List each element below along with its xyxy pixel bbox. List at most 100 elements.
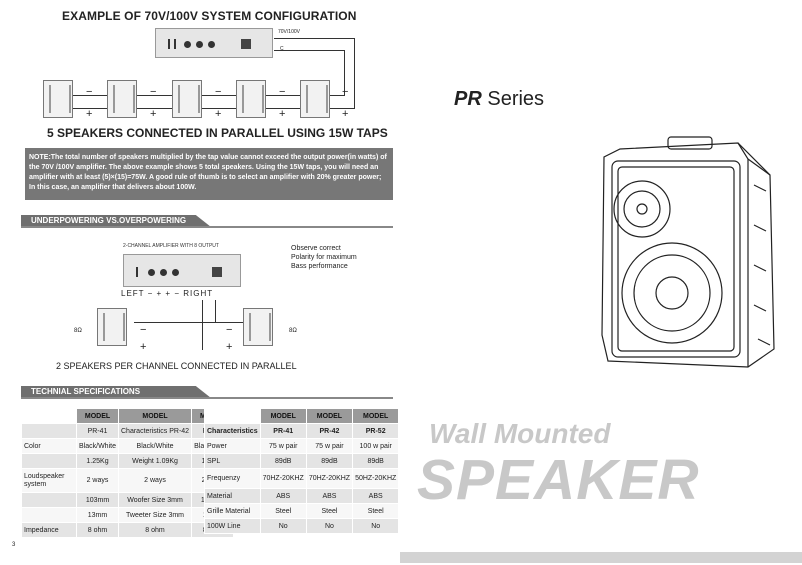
bottom-bar [400, 552, 802, 563]
amp-vent [174, 39, 176, 49]
table-row: 1.25Kg Weight 1.09Kg 1.65Kg [21, 453, 235, 469]
table-row: Impedance 8 ohm 8 ohm 8 ohm [21, 522, 235, 538]
channel-labels: LEFT − + + − RIGHT [121, 289, 214, 298]
observe-line3: Bass performance [291, 263, 348, 270]
amp2-label: 2-CHANNEL AMPLIFIER WITH 8 OUTPUT [123, 243, 219, 249]
ohm-label-left: 8Ω [74, 328, 82, 334]
table-header-row: MODEL MODEL MODEL [204, 408, 400, 424]
table-cell [21, 507, 77, 523]
speaker-icon [43, 80, 73, 118]
table-cell: Grille Material [204, 503, 261, 519]
table-cell: SPL [204, 453, 261, 469]
note-box: NOTE:The total number of speakers multip… [25, 148, 393, 200]
amp-knob [172, 269, 179, 276]
ohm-label-right: 8Ω [289, 328, 297, 334]
table-row: PR-41 Characteristics PR-42 PR-52 [21, 423, 235, 439]
table-cell: 75 w pair [305, 438, 354, 454]
table-cell: 2 ways [117, 468, 193, 493]
table-cell: Frequenzy [204, 468, 261, 489]
amp-tap-c: C [280, 46, 284, 52]
amp-vent [136, 267, 138, 277]
amp-knob [184, 41, 191, 48]
minus-sign: − [86, 86, 93, 98]
table-cell: 8 ohm [117, 522, 193, 538]
series-rest: Series [481, 88, 545, 110]
table-row: Color Black/White Black/White Black/Whit… [21, 438, 235, 454]
table-cell: 2 ways [76, 468, 119, 493]
table-cell: Steel [259, 503, 307, 519]
table-cell: 100W Line [204, 518, 261, 534]
spec-table-left: MODEL MODEL MODEL PR-41 Characteristics … [21, 408, 235, 538]
wire [215, 300, 216, 322]
table-cell: PR-42 [305, 423, 354, 439]
table-cell: 75 w pair [259, 438, 307, 454]
section-divider [21, 226, 393, 228]
table-cell: No [259, 518, 307, 534]
section-divider [21, 397, 393, 399]
parallel-heading: 5 SPEAKERS CONNECTED IN PARALLEL USING 1… [47, 126, 388, 140]
table-cell: Loudspeaker system [21, 468, 77, 493]
plus-sign: + [215, 108, 222, 120]
table-cell: 1.25Kg [76, 453, 119, 469]
table-cell: 8 ohm [76, 522, 119, 538]
amp-knob [160, 269, 167, 276]
table-cell: 89dB [259, 453, 307, 469]
table-header: MODEL [117, 408, 193, 424]
table-cell: Steel [352, 503, 400, 519]
table-cell: Black/White [76, 438, 119, 454]
table-cell: Material [204, 488, 261, 504]
table-cell: PR-41 [76, 423, 119, 439]
speaker-illustration [601, 136, 775, 368]
minus-sign: − [342, 86, 349, 98]
table-cell [21, 408, 77, 424]
plus-sign: + [150, 108, 157, 120]
amp-display [241, 39, 251, 49]
section-tech-specs: TECHNIAL SPECIFICATIONS [21, 386, 211, 398]
table-row: Material ABS ABS ABS [204, 488, 400, 504]
table-cell: 70HZ-20KHZ [305, 468, 354, 489]
table-cell: No [305, 518, 354, 534]
table-row: 103mm Woofer Size 3mm 120mm [21, 492, 235, 508]
wall-mounted-title: Wall Mounted [429, 418, 611, 449]
minus-sign: − [150, 86, 157, 98]
series-title: PR Series [454, 88, 544, 111]
plus-sign: + [140, 341, 147, 353]
amp-knob [196, 41, 203, 48]
table-header: MODEL [352, 408, 400, 424]
amp-knob [148, 269, 155, 276]
table-row: Frequenzy 70HZ-20KHZ 70HZ-20KHZ 50HZ-20K… [204, 468, 400, 489]
table-header: MODEL [76, 408, 119, 424]
polarity-note: Observe correct Polarity for maximum Bas… [291, 244, 357, 271]
speaker-icon [236, 80, 266, 118]
note-text: The total number of speakers multiplied … [29, 154, 387, 191]
amplifier-2ch-illustration [123, 254, 241, 287]
speaker-title: SPEAKER [417, 448, 700, 512]
table-cell: Steel [305, 503, 354, 519]
table-cell: ABS [352, 488, 400, 504]
table-cell: Characteristics [204, 423, 261, 439]
wire [60, 95, 345, 96]
speaker-icon [172, 80, 202, 118]
wire [344, 50, 345, 95]
spec-table-right: MODEL MODEL MODEL Characteristics PR-41 … [204, 408, 400, 534]
table-row: 13mm Tweeter Size 3mm 13mm [21, 507, 235, 523]
wire [274, 50, 344, 51]
plus-sign: + [279, 108, 286, 120]
amp-vent [168, 39, 170, 49]
table-cell: Characteristics PR-42 [117, 423, 193, 439]
amp-display [212, 267, 222, 277]
table-row: Power 75 w pair 75 w pair 100 w pair [204, 438, 400, 454]
example-heading: EXAMPLE OF 70V/100V SYSTEM CONFIGURATION [62, 9, 357, 23]
table-row: 100W Line No No No [204, 518, 400, 534]
speaker-icon [243, 308, 273, 346]
speaker-icon [300, 80, 330, 118]
page-number: 3 [12, 542, 16, 548]
minus-sign: − [226, 324, 233, 336]
section-underpowering: UNDERPOWERING VS.OVERPOWERING [21, 215, 211, 227]
table-cell: PR-41 [259, 423, 307, 439]
table-cell: Color [21, 438, 77, 454]
table-cell: 89dB [305, 453, 354, 469]
table-cell: 100 w pair [352, 438, 400, 454]
table-cell: Impedance [21, 522, 77, 538]
minus-sign: − [140, 324, 147, 336]
